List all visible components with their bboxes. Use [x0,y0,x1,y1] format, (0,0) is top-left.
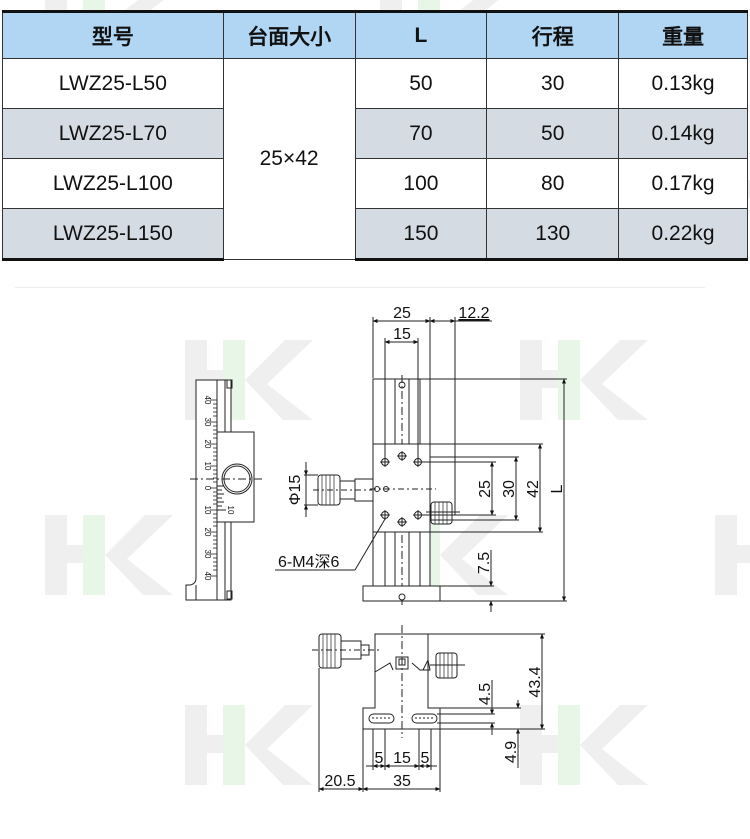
cell-travel: 50 [486,108,620,159]
dim-width-label: 25 [393,305,411,322]
dim-hole-v-label: 25 [477,480,494,498]
scale-label: 40 [203,396,212,405]
scale-label: 20 [203,528,212,537]
cell-model: LWZ25-L50 [2,58,224,109]
scale-label: 10 [203,506,212,515]
cell-table-size: 25×42 [222,58,356,260]
scale-label: 10 [203,462,212,471]
dim-offset-label: 12.2 [458,305,489,322]
scale-label: 30 [203,550,212,559]
scale-label: 0 [203,486,212,491]
cell-travel: 130 [486,208,620,261]
cell-travel: 30 [486,58,620,109]
dim-slot-offset-label: 4.5 [477,683,494,705]
dim-length-label: L [549,484,566,493]
vernier-label: 10 [226,506,235,515]
dim-slot-width-label: 4.9 [503,741,520,763]
table-row: LWZ25-L150 150 130 0.22kg [2,208,748,261]
spec-table: 型号 台面大小 L 行程 重量 LWZ25-L50 25×42 50 30 0.… [2,10,748,261]
scale-label: 30 [203,418,212,427]
dim-travel-window-label: 30 [501,480,518,498]
header-weight: 重量 [618,11,748,59]
divider [15,287,705,288]
cell-weight: 0.13kg [618,58,748,109]
top-view [312,625,545,792]
scale-labels: 40 30 20 10 0 10 20 30 40 10 [203,396,235,581]
dim-knob-dia-label: Φ15 [287,475,304,506]
header-travel: 行程 [486,11,620,59]
header-table-size: 台面大小 [222,11,356,59]
side-view [185,379,262,601]
scale-label: 20 [203,440,212,449]
scale-label: 40 [203,572,212,581]
dim-slot-a-label: 5 [375,750,384,767]
dim-base-width-label: 35 [393,773,411,790]
dim-table-label: 42 [525,480,542,498]
dim-slot-b-label: 5 [421,750,430,767]
table-row: LWZ25-L50 25×42 50 30 0.13kg [2,58,748,260]
cell-weight: 0.14kg [618,108,748,159]
dim-knob-offset-label: 20.5 [324,773,355,790]
dim-base-label: 7.5 [476,552,493,574]
dim-slot-center-label: 15 [393,750,411,767]
hole-callout-label: 6-M4深6 [278,553,339,571]
dim-hole-spacing-label: 15 [393,326,411,343]
dim-height-label: 43.4 [527,666,544,697]
cell-weight: 0.22kg [618,208,748,261]
